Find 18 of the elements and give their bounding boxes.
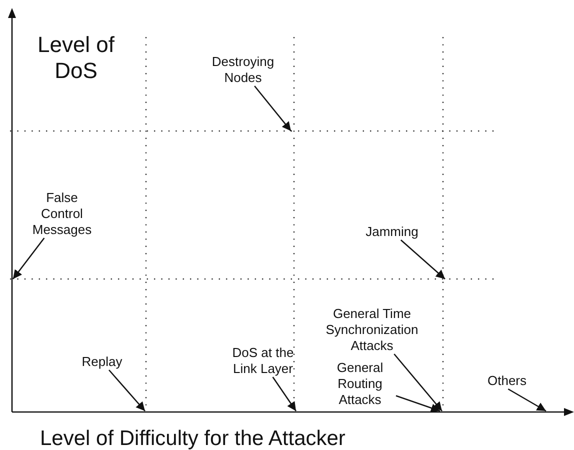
leader-arrow	[108, 370, 146, 412]
attack-label: False Control Messages	[27, 190, 97, 238]
attack-label: General Routing Attacks	[324, 360, 396, 408]
leader-arrow	[400, 240, 446, 280]
attack-label: DoS at the Link Layer	[223, 345, 303, 377]
axis-title: Level of Difficulty for the Attacker	[40, 429, 346, 449]
leader-arrow	[254, 86, 292, 132]
leader-arrow	[508, 388, 546, 412]
leader-arrow	[272, 376, 297, 412]
leader-arrow	[12, 238, 45, 280]
attack-label: Jamming	[360, 224, 424, 240]
attack-label: Destroying Nodes	[198, 54, 288, 86]
leader-arrow	[396, 395, 440, 412]
axis-title: Level of DoS	[36, 32, 116, 84]
attack-label: General Time Synchronization Attacks	[324, 306, 420, 354]
attack-label: Replay	[72, 354, 132, 370]
leader-arrow	[394, 354, 442, 412]
attack-label: Others	[477, 373, 537, 389]
